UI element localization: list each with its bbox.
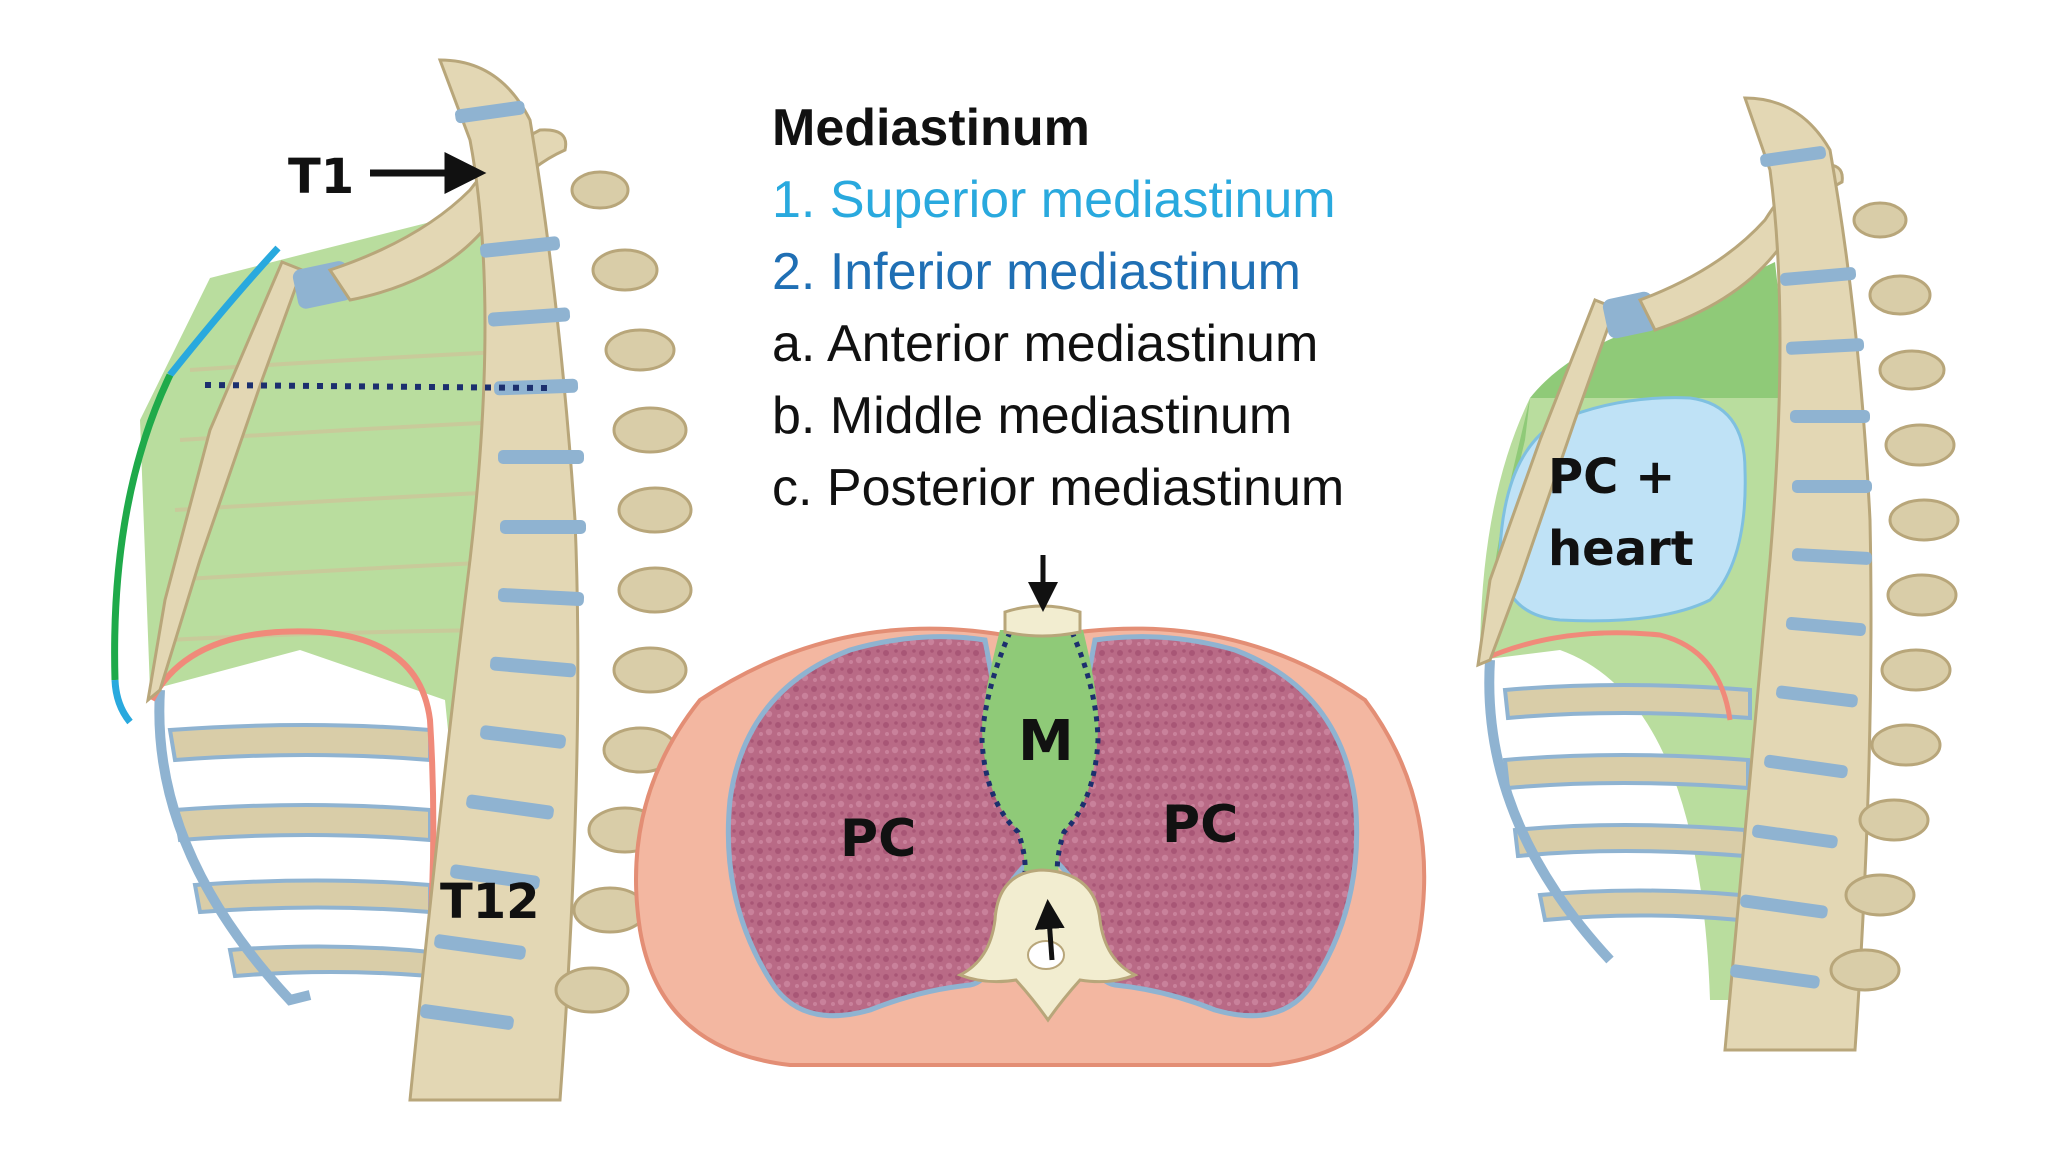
right-lateral-thorax: PC + heart	[1476, 96, 1960, 1052]
legend-item-inferior: 2. Inferior mediastinum	[772, 243, 1301, 301]
superior-mediastinum-extent-line	[167, 245, 281, 378]
legend-title: Mediastinum	[772, 99, 1090, 157]
inferior-mediastinum-extent-end	[111, 679, 133, 725]
legend-item-anterior: a. Anterior mediastinum	[772, 315, 1319, 373]
left-lateral-thorax: T1 T12	[111, 58, 693, 1102]
inferior-mediastinum-extent-line	[111, 373, 174, 681]
mediastinum-dotted-border-left	[979, 631, 1028, 881]
right-lower-ribs	[1480, 630, 1752, 964]
right-spine	[1723, 96, 1960, 1052]
right-pc-label: PC	[1162, 795, 1238, 855]
t12-label: T12	[440, 874, 540, 930]
mediastinum-m-label: M	[1018, 709, 1074, 774]
mediastinum-dotted-border-right	[1054, 631, 1101, 881]
mediastinum-legend: Mediastinum 1. Superior mediastinum 2. I…	[772, 92, 1344, 524]
left-superior-inferior-divider	[204, 382, 549, 391]
legend-item-superior: 1. Superior mediastinum	[772, 171, 1336, 229]
right-sternum	[1476, 298, 1617, 668]
posterior-boundary-arrow	[1034, 899, 1065, 961]
left-spine	[408, 58, 693, 1102]
legend-item-middle: b. Middle mediastinum	[772, 387, 1293, 445]
left-sternum	[145, 260, 304, 704]
mediastinum-region-axial	[982, 630, 1099, 880]
pc-heart-label-line1: PC +	[1548, 449, 1675, 505]
axial-cross-section: M PC PC	[634, 555, 1427, 1067]
legend-item-posterior: c. Posterior mediastinum	[772, 459, 1345, 517]
left-pc-label: PC	[840, 809, 916, 869]
t1-label: T1	[288, 149, 354, 205]
left-lower-ribs	[154, 689, 432, 1006]
vertebral-foramen	[1027, 940, 1065, 970]
pc-heart-label-line2: heart	[1548, 521, 1694, 577]
sternum-axial	[1003, 604, 1082, 638]
